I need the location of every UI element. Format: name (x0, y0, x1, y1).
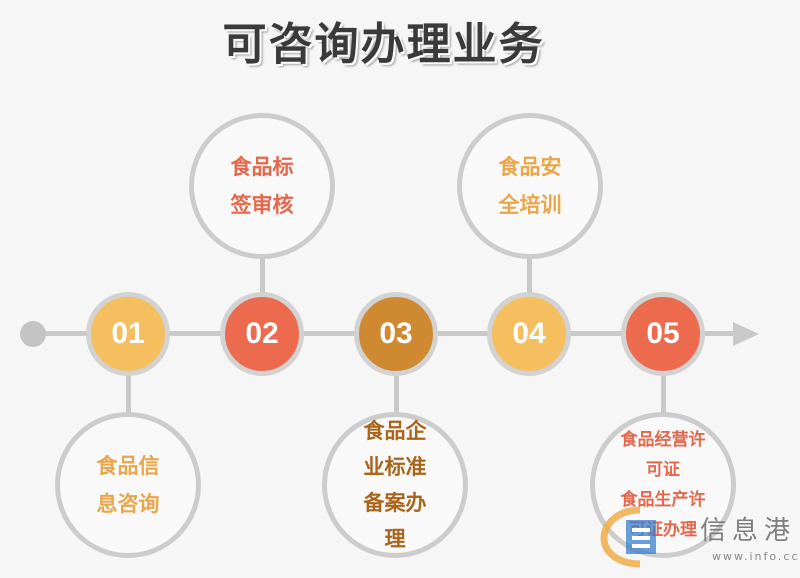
watermark-logo-icon (600, 506, 656, 568)
bubble-line: 食品信 (96, 454, 160, 478)
connector-01 (126, 374, 131, 414)
bubble-line: 食品标 (230, 155, 294, 179)
bubble-line: 食品生产许 (620, 490, 706, 510)
bubble-food-info-consult: 食品信 息咨询 (55, 412, 201, 558)
watermark-url: www.info.cc (712, 550, 800, 563)
connector-03 (394, 374, 399, 414)
bubble-line: 备案办 (363, 491, 427, 515)
step-circle-02: 02 (220, 292, 304, 376)
bubble-line: 签审核 (230, 193, 294, 217)
connector-02 (260, 255, 265, 295)
bubble-line: 全培训 (498, 193, 562, 217)
timeline-arrow-icon (733, 322, 759, 346)
step-circle-03: 03 (354, 292, 438, 376)
bubble-line: 业标准 (363, 455, 427, 479)
connector-05 (661, 374, 666, 414)
step-circle-05: 05 (621, 292, 705, 376)
bubble-enterprise-standard: 食品企 业标准 备案办 理 (322, 412, 468, 558)
bubble-food-label-review: 食品标 签审核 (189, 113, 335, 259)
page-title: 可咨询办理业务 (222, 19, 545, 70)
bubble-food-safety-training: 食品安 全培训 (457, 113, 603, 259)
bubble-line: 可证 (646, 460, 680, 480)
bubble-line: 食品安 (498, 155, 562, 179)
watermark-text: 信息港 (700, 516, 797, 546)
bubble-line: 理 (384, 527, 406, 551)
bubble-line: 食品企 (363, 419, 427, 443)
bubble-line: 息咨询 (96, 492, 160, 516)
bubble-line: 食品经营许 (620, 430, 706, 450)
connector-04 (527, 255, 532, 295)
step-circle-01: 01 (86, 292, 170, 376)
timeline-start-dot (20, 321, 46, 347)
step-circle-04: 04 (487, 292, 571, 376)
